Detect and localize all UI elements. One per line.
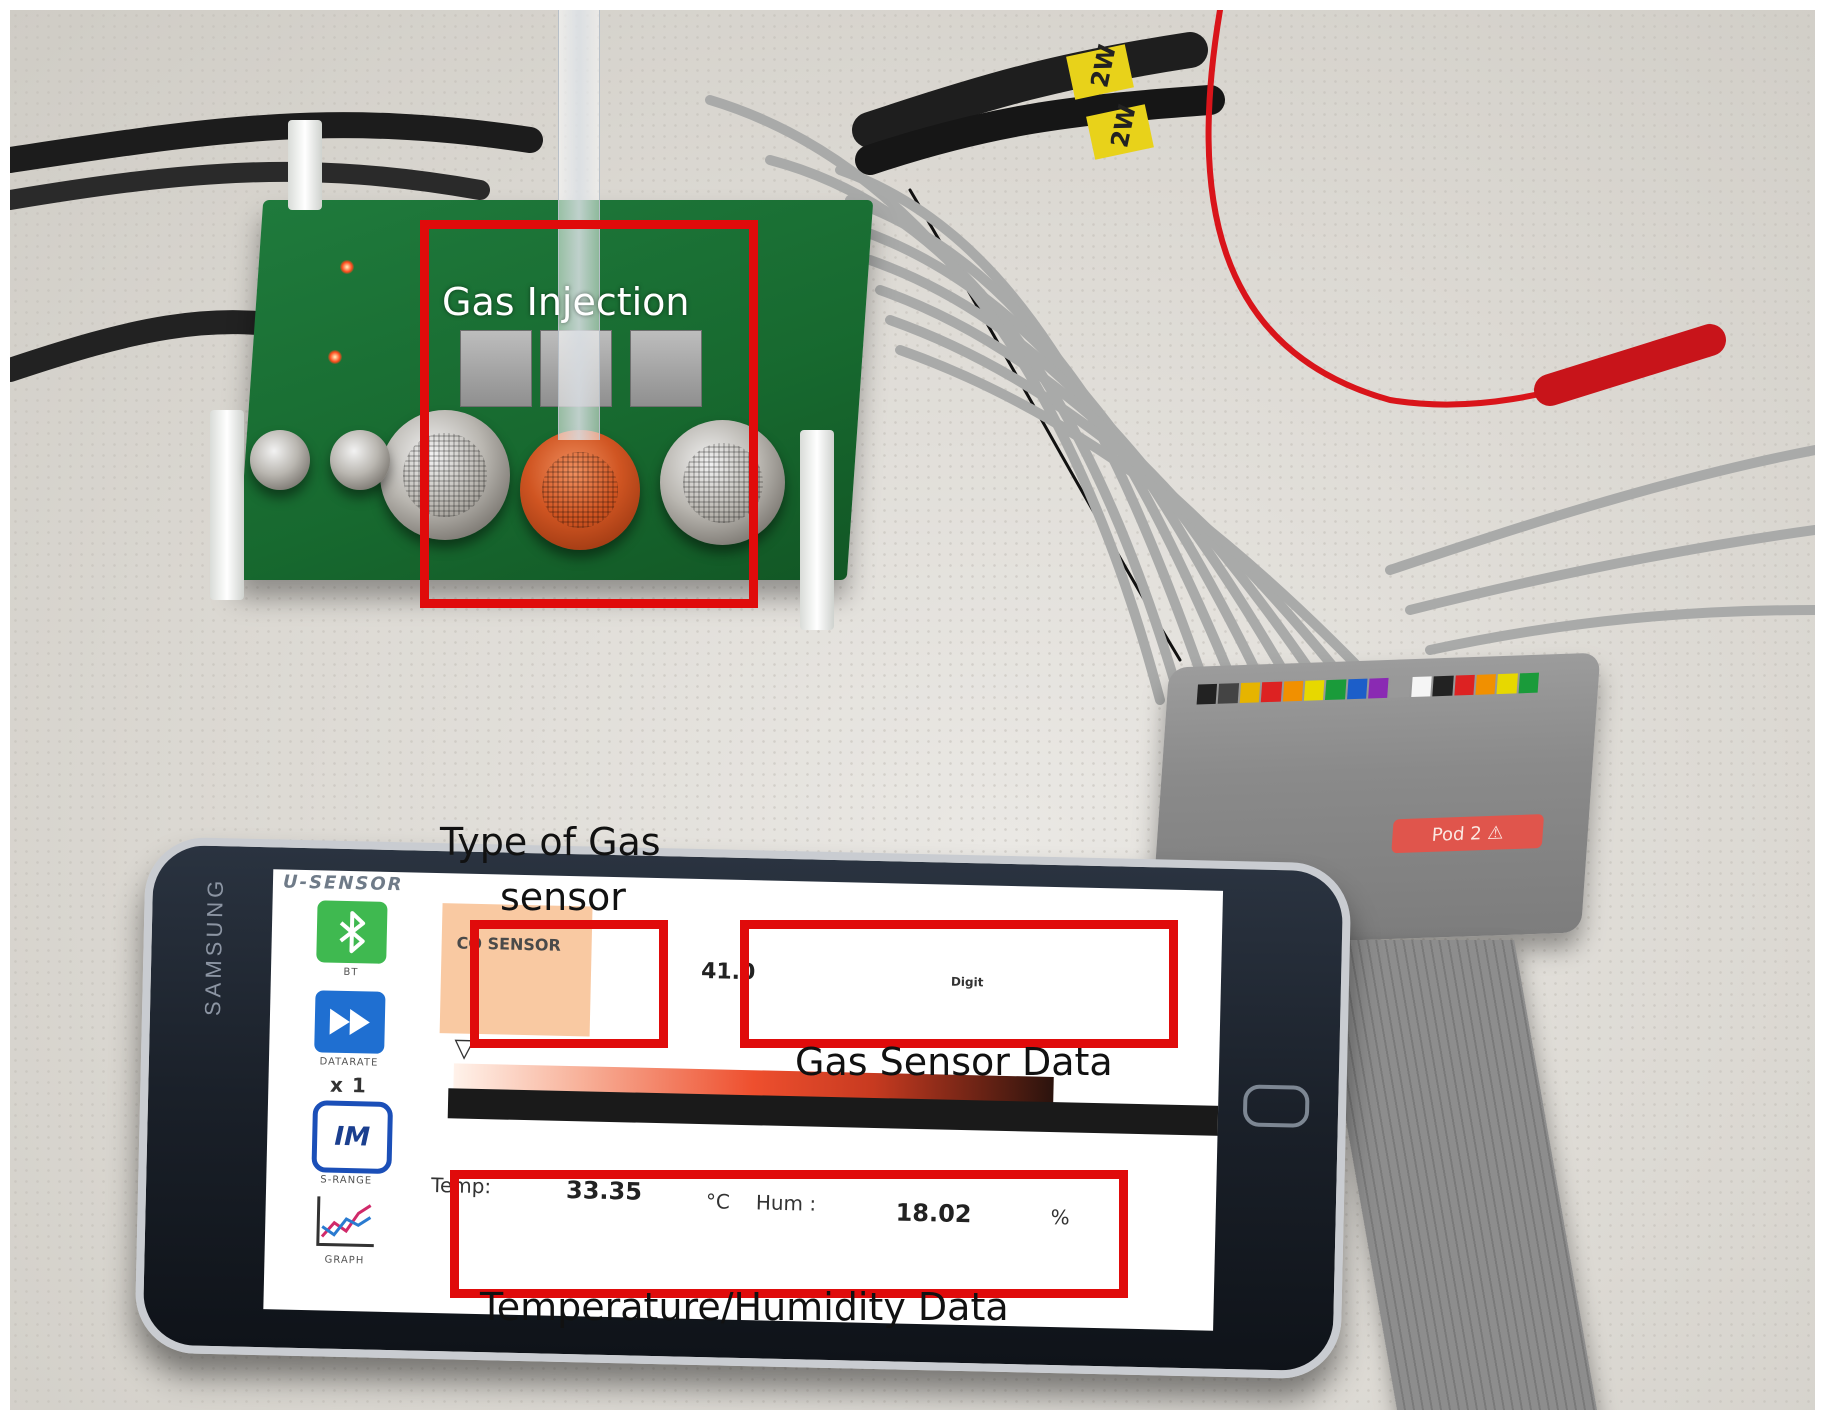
datarate-multiplier: x 1 [329,1072,368,1098]
fast-forward-icon [329,1008,370,1036]
bt-caption: BT [343,966,359,979]
status-led [340,260,354,274]
standoff-post [288,120,322,210]
u-sensor-app-screen: U-SENSOR BT DATARATE x 1 IM S-RANGE [263,869,1224,1331]
app-title: U-SENSOR [282,871,404,896]
im-icon-label: IM [334,1121,371,1153]
standoff-post [800,430,834,630]
gas-injection-label: Gas Injection [442,280,690,324]
bluetooth-icon [339,911,366,954]
cable-bundle [10,10,1815,705]
pod-color-strip [1196,672,1540,705]
photo-scene: 2W 2W Gas Injection Pod 2 ⚠ SAMSUNG U-SE… [10,10,1815,1410]
gas-data-highlight [740,920,1178,1048]
phone-brand: SAMSUNG [199,876,229,1017]
temp-humidity-highlight [450,1170,1128,1298]
range-button[interactable]: IM [311,1100,394,1175]
temp-humidity-data-label: Temperature/Humidity Data [480,1285,1009,1329]
gas-injection-highlight [420,220,758,608]
gas-sensor-data-label: Gas Sensor Data [795,1040,1113,1084]
smartphone: SAMSUNG U-SENSOR BT DATARATE x 1 IM S-RA… [134,836,1352,1380]
status-led [328,350,342,364]
pod-label: Pod 2 ⚠ [1391,814,1545,854]
datarate-caption: DATARATE [319,1056,379,1069]
gas-sensor-can-red [520,430,640,550]
type-of-gas-label-line1: Type of Gas [440,820,661,864]
small-sensor-can [330,430,390,490]
resistor-block [630,330,702,407]
graph-caption: GRAPH [324,1254,365,1267]
sensor-type-highlight [470,920,668,1048]
resistor-block [460,330,532,407]
gas-sensor-can [380,410,510,540]
graph-icon [316,1196,374,1248]
range-caption: S-RANGE [320,1174,373,1187]
standoff-post [210,410,244,600]
datarate-button[interactable] [314,990,386,1054]
home-button[interactable] [1242,1084,1310,1128]
bluetooth-button[interactable] [316,900,388,964]
graph-button[interactable] [310,1190,381,1254]
small-sensor-can [250,430,310,490]
type-of-gas-label-line2: sensor [500,875,626,919]
